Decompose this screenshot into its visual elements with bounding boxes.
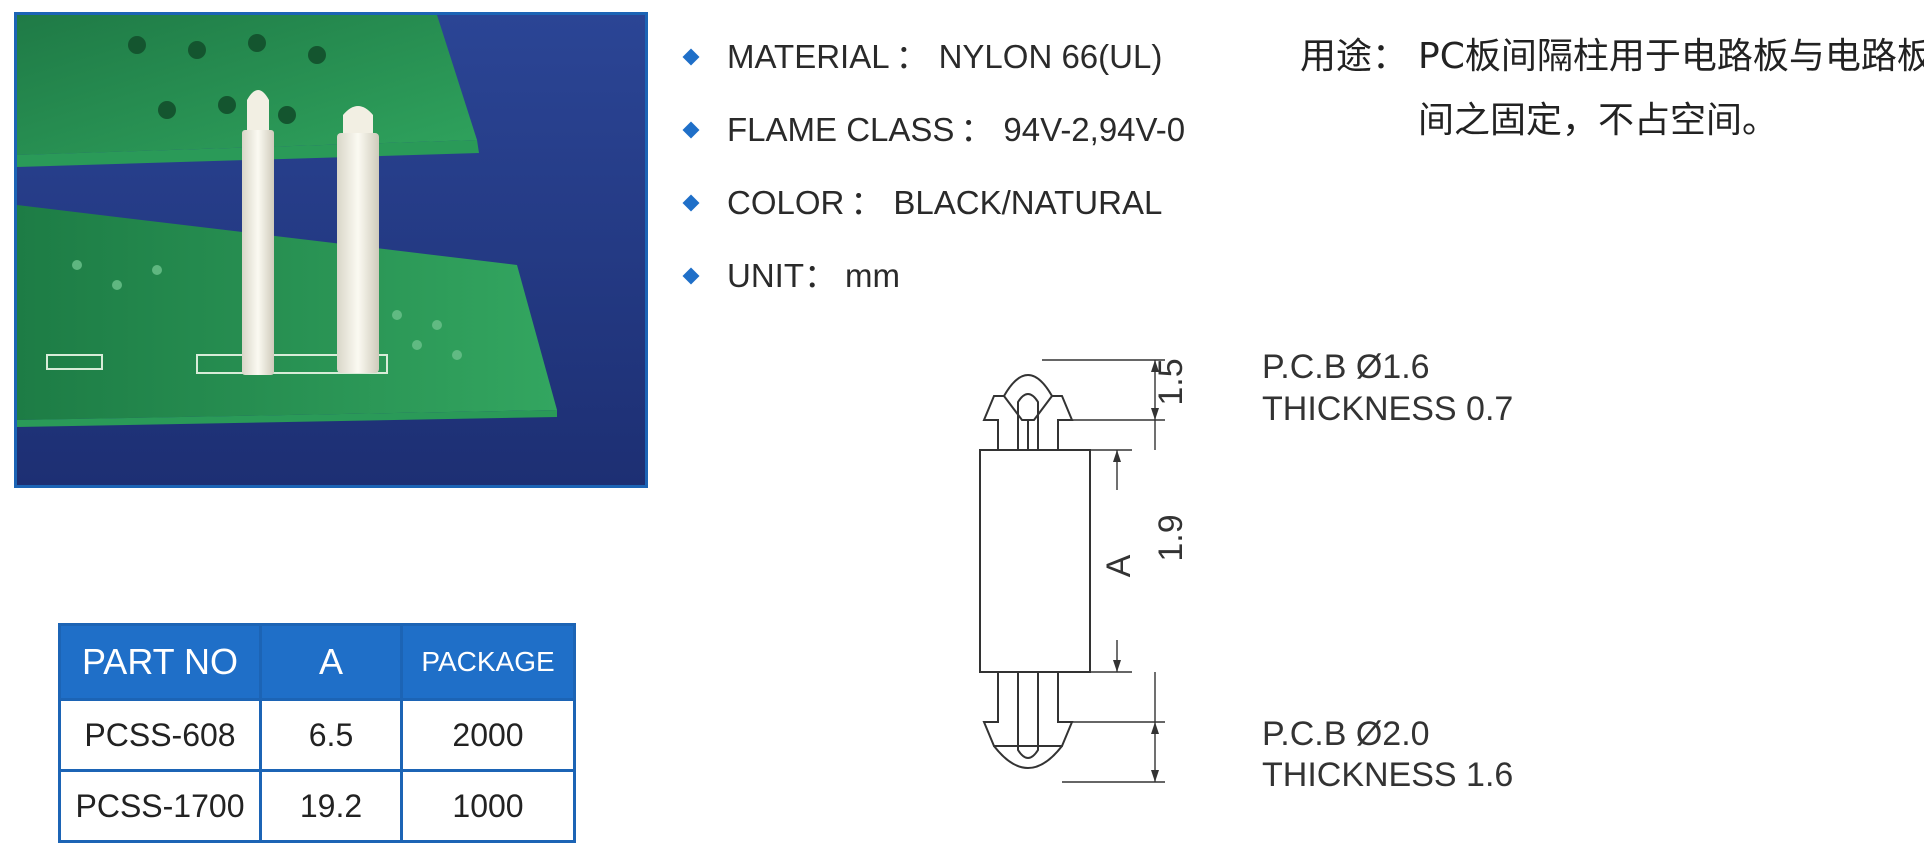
pcb-spacer-illustration [17,15,645,485]
spacer-body [979,449,1091,673]
spec-label: FLAME CLASS [727,111,955,148]
spec-color: COLOR：BLACK/NATURAL [682,174,1185,247]
spec-value: BLACK/NATURAL [893,184,1163,221]
spec-label: COLOR [727,184,845,221]
bottom-pcb-label: P.C.B Ø2.0 [1262,715,1430,753]
header-a: A [259,623,403,701]
technical-drawing: 1.5 A 1.9 P.C.B Ø1.6 THICKNESS 0.7 P.C.B… [950,348,1570,820]
bottom-clip-stem [982,672,1074,747]
parts-table: PART NO A PACKAGE PCSS-608 6.5 2000 PCSS… [58,623,576,843]
top-pcb-label: P.C.B Ø1.6 [1262,350,1430,386]
spec-separator: ： [804,257,837,294]
table-row: PCSS-1700 19.2 1000 [58,769,576,843]
cell-part-no: PCSS-1700 [58,769,262,843]
spec-separator: ： [895,38,929,75]
spec-unit: UNIT：mm [682,247,1185,320]
table-row: PCSS-608 6.5 2000 [58,698,576,772]
dim-body-label: A [1100,554,1138,577]
diamond-bullet-icon [682,48,700,66]
cell-a: 19.2 [259,769,403,843]
table-header-row: PART NO A PACKAGE [58,623,576,701]
cell-a: 6.5 [259,698,403,772]
cell-package: 2000 [400,698,576,772]
diamond-bullet-icon [682,194,700,212]
header-part-no: PART NO [58,623,262,701]
bottom-clip-tip [993,745,1063,769]
cell-part-no: PCSS-608 [58,698,262,772]
top-thickness-label: THICKNESS 0.7 [1262,390,1513,428]
spec-flame-class: FLAME CLASS：94V-2,94V-0 [682,101,1186,174]
spec-value: NYLON 66(UL) [938,38,1163,75]
cell-package: 1000 [400,769,576,843]
spec-separator: ： [850,184,884,221]
header-package: PACKAGE [400,623,576,701]
top-clip-slot [1017,393,1039,450]
usage-label: 用途： [1300,36,1409,77]
dim-bottom-label: 1.9 [1152,514,1190,561]
spec-list: MATERIAL：NYLON 66(UL) FLAME CLASS：94V-2,… [682,28,1186,320]
spec-label: MATERIAL [727,38,890,75]
diamond-bullet-icon [682,267,700,285]
spec-separator: ： [960,111,994,148]
spec-label: UNIT [727,257,804,294]
diamond-bullet-icon [682,121,700,139]
bottom-thickness-label: THICKNESS 1.6 [1262,756,1513,794]
product-photo [14,12,648,488]
bottom-clip-slot [1017,672,1039,759]
spec-value: 94V-2,94V-0 [1003,111,1186,148]
spec-material: MATERIAL：NYLON 66(UL) [682,28,1185,101]
top-clip-outline [1002,374,1054,421]
usage-text: PC板间隔柱用于电路板与电路板间之固定，不占空间。 [1418,36,1924,141]
spacer-dimension-drawing: 1.5 A 1.9 P.C.B Ø1.6 THICKNESS 0.7 P.C.B… [979,348,1513,794]
spec-value: mm [845,257,900,294]
dim-top-label: 1.5 [1152,358,1190,405]
top-clip-stem [982,395,1074,450]
